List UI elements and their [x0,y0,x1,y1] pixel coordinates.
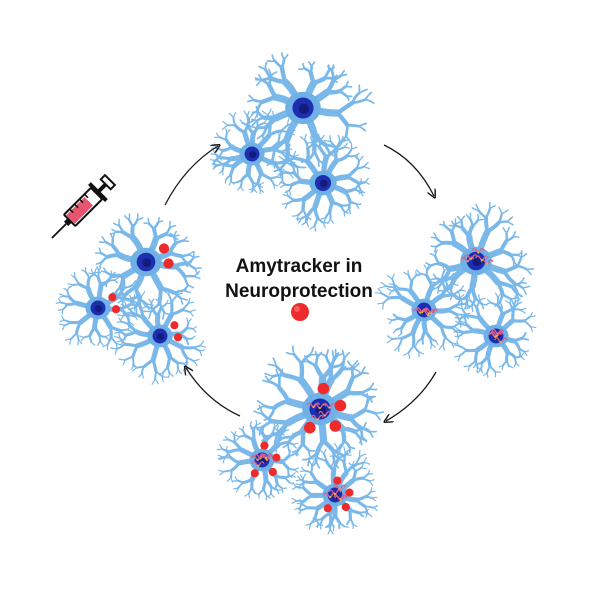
arrow-top-left [165,146,218,205]
tracer-dot [163,258,173,268]
tracer-dot [335,400,347,412]
tracer-dot [304,422,316,434]
nucleolus [299,104,309,114]
arrow-bottom-left [186,368,240,416]
tracer-dot [333,477,341,485]
nucleolus [95,305,102,312]
tracer-dot [108,293,116,301]
tracer-dot [170,321,178,329]
syringe-icon [43,172,118,247]
tracer-dot [174,333,182,341]
nucleolus [157,333,164,340]
arrow-top-right [384,145,434,196]
nucleolus [320,180,328,188]
red-sphere-highlight [294,306,300,312]
neuron [279,134,370,231]
tracer-dot [330,420,342,432]
title-block: Amytracker in Neuroprotection [225,256,373,302]
tracer-dot [269,468,277,476]
tracer-dot [251,469,259,477]
tracer-dot [342,503,350,511]
arrow-bottom-right [386,372,436,421]
tracer-dot [324,504,332,512]
tracer-dot [112,305,120,313]
title-line-1: Amytracker in [236,256,363,277]
tracer-dot [318,383,330,395]
tracer-dot [272,454,280,462]
title-line-2: Neuroprotection [225,281,373,302]
tracer-dot [345,489,353,497]
red-sphere-icon [291,303,309,321]
neuron [217,420,299,500]
nucleolus [249,151,256,158]
tracer-dot [159,243,169,253]
nucleolus [142,258,151,267]
tracer-dot [260,442,268,450]
